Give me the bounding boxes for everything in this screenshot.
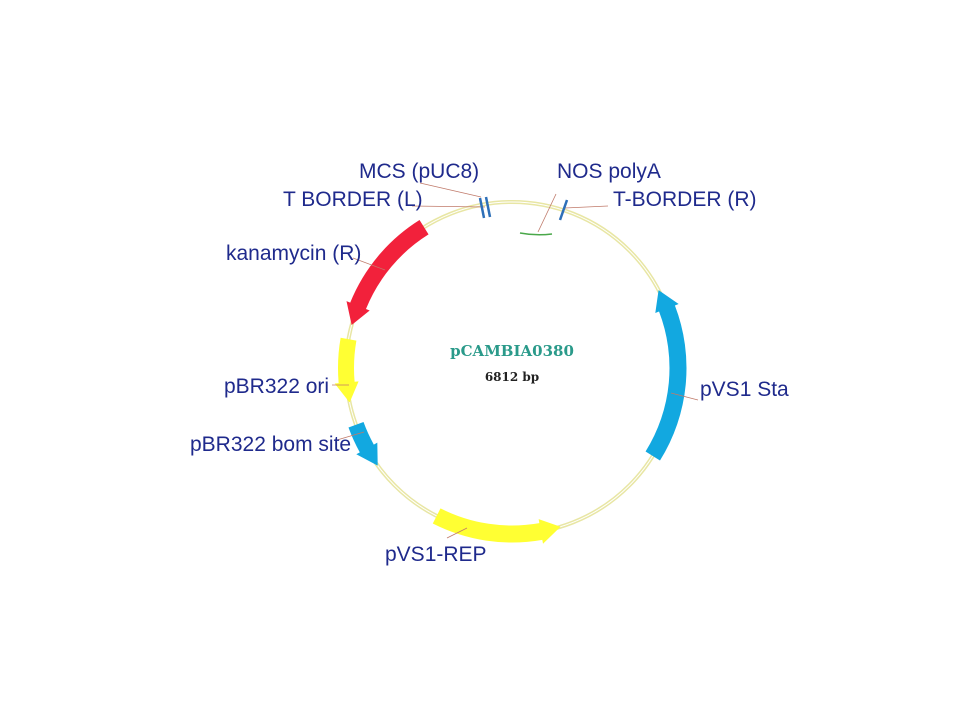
label-pbr322-bom-site: pBR322 bom site xyxy=(190,433,351,456)
label-pbr322-ori: pBR322 ori xyxy=(224,375,329,398)
pvs1-sta-arrow xyxy=(645,290,687,461)
leader-line-t-border-l xyxy=(411,205,486,208)
pvs1-rep-arrow xyxy=(432,508,561,544)
leader-line-kanamycin xyxy=(352,257,386,271)
label-pvs1-rep: pVS1-REP xyxy=(385,543,487,566)
leader-line-nos-polya xyxy=(537,193,557,233)
leader-line-pvs1-rep xyxy=(446,527,468,539)
label-mcs-puc8: MCS (pUC8) xyxy=(359,160,479,183)
t-border-l-marker-2 xyxy=(484,196,492,218)
label-nos-polya: NOS polyA xyxy=(557,160,661,183)
plasmid-name: pCAMBIA0380 xyxy=(450,342,574,360)
label-t-border-r: T-BORDER (R) xyxy=(613,188,757,211)
pbr322-bom-arrow xyxy=(348,422,378,466)
leader-line-mcs xyxy=(419,182,482,198)
label-kanamycin-r: kanamycin (R) xyxy=(226,242,361,265)
label-t-border-l: T BORDER (L) xyxy=(283,188,423,211)
nos-polya-marker xyxy=(519,232,553,236)
leader-line-pbr322-bom xyxy=(336,431,365,441)
border-markers xyxy=(478,196,569,221)
leader-line-t-border-r xyxy=(564,205,609,209)
plasmid-size: 6812 bp xyxy=(485,370,539,384)
t-border-l-marker-1 xyxy=(478,197,486,219)
pbr322-ori-arrow xyxy=(334,337,359,403)
leader-lines xyxy=(332,182,699,539)
leader-line-pvs1-sta xyxy=(670,392,699,401)
kanamycin-arrow xyxy=(346,220,429,326)
t-border-r-marker xyxy=(558,199,569,221)
label-pvs1-sta: pVS1 Sta xyxy=(700,378,789,401)
